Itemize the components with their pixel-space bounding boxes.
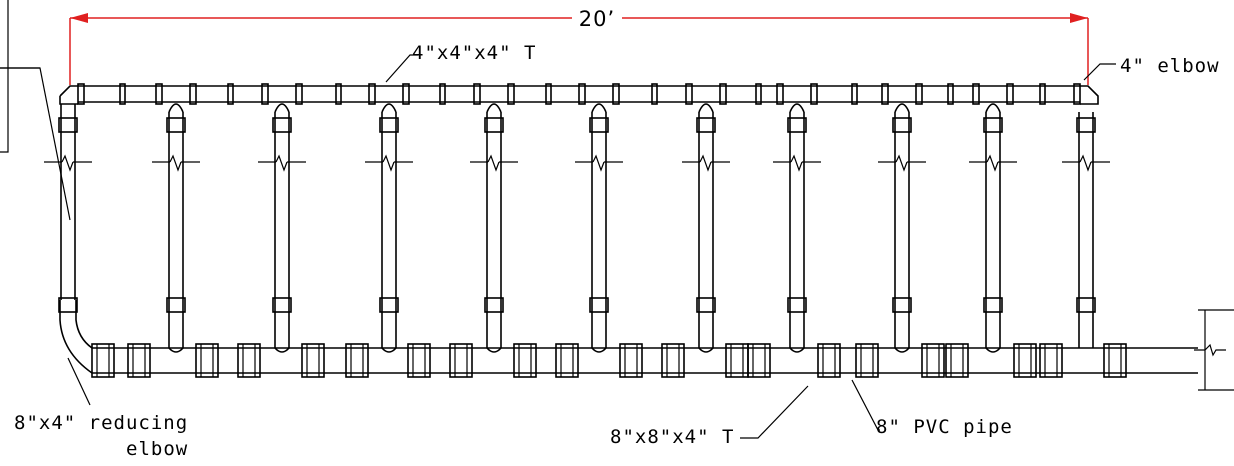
- reducing-elbow-leader: [67, 357, 91, 406]
- reducing-elbow-label-line1: 8"x4" reducing: [14, 412, 188, 434]
- riser-pipe: [1062, 112, 1110, 348]
- dimension-label: 20’: [579, 7, 615, 31]
- riser-pipe: [44, 104, 92, 313]
- riser-pipe: [365, 103, 413, 353]
- riser-pipe: [878, 103, 926, 353]
- riser-pipe: [682, 103, 730, 353]
- box-leader-line: [0, 67, 71, 221]
- riser-pipe: [152, 103, 200, 353]
- tee-small-leader: [385, 54, 418, 83]
- edge-box-outline: [0, 0, 40, 153]
- riser-pipe: [969, 103, 1017, 353]
- elbow-leader: [1083, 63, 1116, 81]
- elbow-label: 4" elbow: [1120, 55, 1220, 77]
- riser-pipe: [258, 103, 306, 353]
- riser-pipe: [470, 103, 518, 353]
- main-pipe-leader: [851, 379, 880, 431]
- riser-pipe: [575, 103, 623, 353]
- reducing-elbow-label-line2: elbow: [126, 438, 188, 460]
- main-pipe-label: 8" PVC pipe: [876, 416, 1013, 438]
- header-pipe: [59, 83, 1099, 105]
- riser-pipe: [773, 103, 821, 353]
- reducing-elbow: [59, 300, 93, 374]
- tee-large-leader: [740, 385, 809, 439]
- riser-pipes: [44, 103, 1110, 353]
- tee-small-label: 4"x4"x4" T: [412, 42, 536, 64]
- dimension-line: [69, 6, 1089, 85]
- tee-large-label: 8"x8"x4" T: [610, 426, 734, 448]
- main-pipe: [91, 309, 1234, 391]
